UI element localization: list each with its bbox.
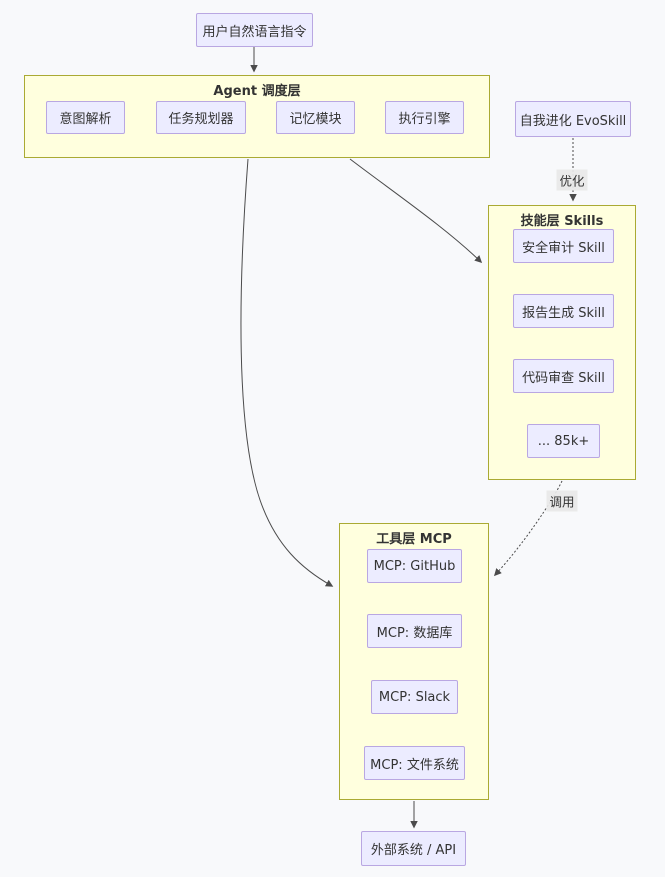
node-evoskill: 自我进化 EvoSkill (515, 101, 631, 137)
node-mcp-database: MCP: 数据库 (367, 614, 462, 648)
node-execution-engine: 执行引擎 (385, 101, 464, 134)
node-mcp-slack: MCP: Slack (371, 680, 458, 714)
node-user-input: 用户自然语言指令 (196, 13, 313, 47)
cluster-skills-layer: 技能层 Skills 安全审计 Skill 报告生成 Skill 代码审查 Sk… (488, 205, 636, 480)
cluster-skills-layer-title: 技能层 Skills (520, 214, 604, 229)
node-skill-code-review: 代码审查 Skill (513, 359, 614, 393)
node-task-planner: 任务规划器 (156, 101, 246, 134)
cluster-agent-layer: Agent 调度层 意图解析 任务规划器 记忆模块 执行引擎 (24, 75, 490, 158)
node-skill-report-generation: 报告生成 Skill (513, 294, 614, 328)
node-memory-module: 记忆模块 (276, 101, 355, 134)
node-mcp-filesystem: MCP: 文件系统 (364, 746, 465, 780)
node-skill-more-count: ... 85k+ (527, 424, 600, 458)
edge-agent-to-skills (349, 158, 483, 264)
node-external-api: 外部系统 / API (361, 831, 466, 866)
edge-label-optimize: 优化 (556, 169, 588, 191)
cluster-agent-layer-title: Agent 调度层 (213, 84, 301, 99)
node-mcp-github: MCP: GitHub (367, 549, 462, 583)
edge-agent-to-mcp (240, 158, 334, 587)
edge-label-invoke: 调用 (546, 490, 578, 512)
cluster-mcp-layer: 工具层 MCP MCP: GitHub MCP: 数据库 MCP: Slack … (339, 523, 489, 800)
node-intent-parser: 意图解析 (46, 101, 125, 134)
cluster-mcp-layer-title: 工具层 MCP (376, 532, 452, 547)
node-skill-security-audit: 安全审计 Skill (513, 229, 614, 263)
